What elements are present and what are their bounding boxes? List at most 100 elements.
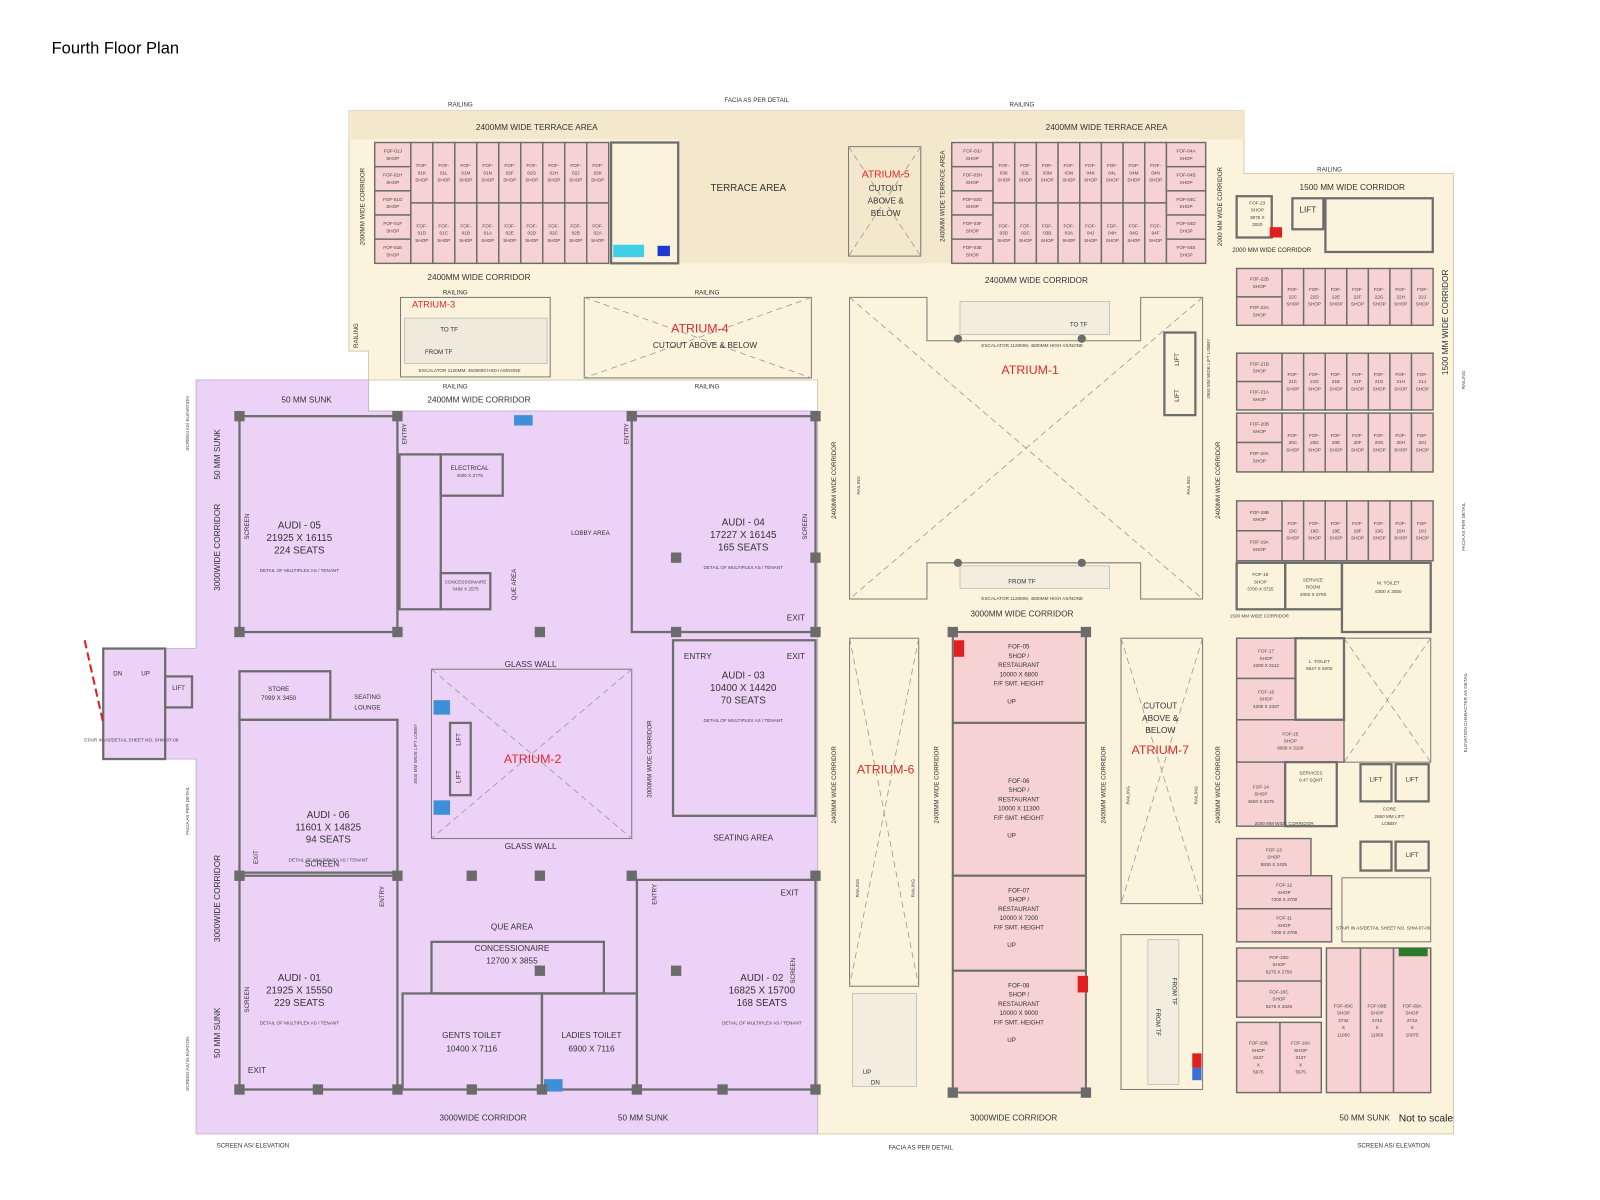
multiplex-walls xyxy=(83,415,817,1092)
svg-text:50 MM SUNK: 50 MM SUNK xyxy=(213,429,222,480)
shop-label: FOF- xyxy=(1150,223,1161,228)
audi-text: 94 SEATS xyxy=(306,835,351,846)
svg-text:SCREEN: SCREEN xyxy=(790,958,797,984)
svg-text:DN: DN xyxy=(113,670,122,677)
shop-label: X xyxy=(1342,1025,1345,1030)
shop-label: SHOP xyxy=(503,177,516,182)
audi-text: AUDI - 02 xyxy=(740,973,783,984)
svg-text:3975 X: 3975 X xyxy=(1250,215,1265,220)
shop-label: 01N xyxy=(484,170,492,175)
shop-label: FOF-04C xyxy=(1176,197,1196,202)
structural-column xyxy=(392,626,403,638)
svg-text:7099 X 3450: 7099 X 3450 xyxy=(261,695,297,702)
svg-text:3468 X 2575: 3468 X 2575 xyxy=(452,587,479,592)
svg-text:RAILING: RAILING xyxy=(695,289,720,296)
shop-label: 21G xyxy=(1375,379,1384,384)
svg-text:EXIT: EXIT xyxy=(781,888,799,897)
shop-label: X xyxy=(1299,1062,1302,1067)
structural-column xyxy=(466,870,477,881)
svg-text:LIFT: LIFT xyxy=(1174,353,1181,366)
shop-label: SHOP xyxy=(1373,302,1386,307)
page-title: Fourth Floor Plan xyxy=(52,40,179,58)
shop-label: FOF- xyxy=(1395,287,1406,292)
svg-text:2000 MM WIDE CORRIDOR: 2000 MM WIDE CORRIDOR xyxy=(1232,247,1312,254)
structural-column xyxy=(670,552,682,563)
svg-text:DN: DN xyxy=(871,1079,880,1086)
shop-label: 03D xyxy=(1000,231,1009,236)
shop-label: 20E xyxy=(1332,440,1340,445)
svg-text:RAILING: RAILING xyxy=(1317,166,1342,173)
shop-label: SHOP xyxy=(1041,238,1054,243)
shop-label: SHOP xyxy=(459,177,472,182)
svg-text:4000 X 2775: 4000 X 2775 xyxy=(457,473,484,478)
svg-text:1500 MM WIDE CORRIDOR: 1500 MM WIDE CORRIDOR xyxy=(1230,614,1290,619)
shop-label: FOF- xyxy=(1042,163,1053,168)
svg-text:LOBBY: LOBBY xyxy=(1382,821,1397,826)
shop-label: SHOP xyxy=(1253,517,1266,522)
audi-detail-note: DETAIL OF MULTIPLEX AS / TENANT xyxy=(703,718,783,723)
atrium-4: ATRIUM-4 CUTOUT ABOVE & BELOW xyxy=(583,296,812,379)
structural-column xyxy=(810,411,821,422)
shop-label: FOF- xyxy=(1064,223,1075,228)
shop-label: SHOP xyxy=(591,177,604,182)
svg-text:4000 X 3750: 4000 X 3750 xyxy=(1300,592,1327,597)
svg-text:ENTRY: ENTRY xyxy=(379,886,386,907)
shop-label: FOF- xyxy=(1417,372,1428,377)
structural-column xyxy=(392,411,403,422)
audi-text: AUDI - 05 xyxy=(278,521,322,532)
stair-up-label: UP xyxy=(1007,1037,1016,1044)
shop-label: FOF- xyxy=(570,163,581,168)
audi-text: 11601 X 14825 xyxy=(295,822,361,833)
svg-text:ATRIUM-6: ATRIUM-6 xyxy=(857,762,915,776)
shop-label: FOF-03J xyxy=(963,149,981,154)
shop-label: FOF- xyxy=(438,163,449,168)
shop-label: 02K xyxy=(594,170,603,175)
shop-label: FOF- xyxy=(1020,163,1031,168)
shop-label: SHOP xyxy=(1252,1048,1265,1053)
stair-up-label: UP xyxy=(1007,942,1016,949)
shop-label: FOF-21B xyxy=(1250,361,1269,366)
shop-label: 01K xyxy=(418,170,427,175)
atrium-6: ATRIUM-6 UP DN xyxy=(849,637,920,1087)
shop-label: FOF- xyxy=(460,223,471,228)
audi-detail-note: DETAIL OF MULTIPLEX AS / TENANT xyxy=(703,565,783,570)
svg-text:ATRIUM-1: ATRIUM-1 xyxy=(1001,363,1059,377)
svg-text:EXIT: EXIT xyxy=(787,614,805,623)
svg-text:1500 MM WIDE CORRIDOR: 1500 MM WIDE CORRIDOR xyxy=(1300,183,1405,192)
structural-column xyxy=(392,870,403,881)
svg-text:SCREEN AS/ ELEVATION: SCREEN AS/ ELEVATION xyxy=(185,1037,190,1091)
shop-label: 20D xyxy=(1310,440,1319,445)
shop-label: SHOP xyxy=(1286,536,1299,541)
shop-label: 03N xyxy=(1065,170,1073,175)
svg-text:2900 MM WIDE LIFT LOBBY: 2900 MM WIDE LIFT LOBBY xyxy=(1206,339,1211,399)
shop-label: FOF- xyxy=(1395,372,1406,377)
shop-label: FOF- xyxy=(1129,223,1140,228)
svg-text:RAILING: RAILING xyxy=(695,383,720,390)
svg-text:2400MM WIDE TERRACE AREA: 2400MM WIDE TERRACE AREA xyxy=(476,123,598,132)
svg-text:3000MM WIDE CORRIDOR: 3000MM WIDE CORRIDOR xyxy=(970,610,1073,619)
shop-label: SHOP xyxy=(1019,177,1032,182)
shop-label: SHOP xyxy=(966,252,979,257)
svg-text:RAILING: RAILING xyxy=(1010,101,1035,108)
svg-text:2400MM WIDE CORRIDOR: 2400MM WIDE CORRIDOR xyxy=(831,746,838,824)
shop-label: 01A xyxy=(484,231,493,236)
svg-text:1500 MM WIDE CORRIDOR: 1500 MM WIDE CORRIDOR xyxy=(1441,269,1450,374)
structural-column xyxy=(670,965,682,976)
shop-label: FOF- xyxy=(1331,287,1342,292)
